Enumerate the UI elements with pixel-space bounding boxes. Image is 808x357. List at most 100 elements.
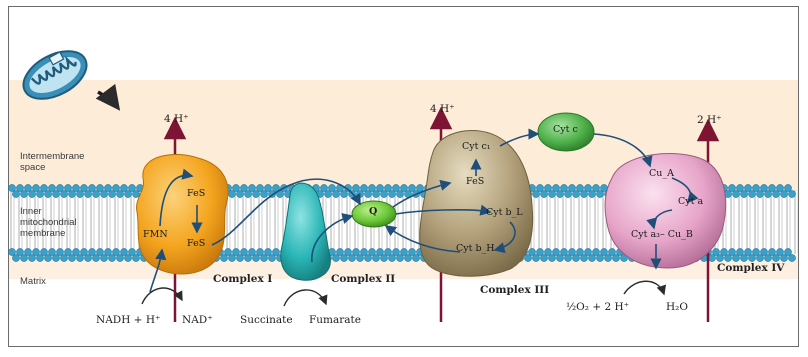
lipid-head — [100, 254, 107, 261]
lipid-head — [356, 190, 363, 197]
lipid-head — [340, 190, 347, 197]
lipid-head — [756, 254, 763, 261]
lipid-head — [588, 254, 595, 261]
lipid-head — [44, 190, 51, 197]
lipid-head — [564, 254, 571, 261]
matrix-label: Matrix — [20, 276, 46, 287]
lipid-head — [380, 254, 387, 261]
lipid-head — [324, 190, 331, 197]
lipid-head — [556, 254, 563, 261]
lipid-head — [244, 254, 251, 261]
oxygen-label: ½O₂ + 2 H⁺ — [566, 301, 629, 313]
lipid-head — [572, 254, 579, 261]
lipid-head — [332, 190, 339, 197]
lipid-head — [332, 254, 339, 261]
fes-top-label: FeS — [187, 188, 205, 199]
lipid-head — [76, 190, 83, 197]
lipid-head — [732, 190, 739, 197]
cyt-c1-label: Cyt c₁ — [462, 141, 491, 152]
lipid-head — [596, 254, 603, 261]
lipid-head — [548, 190, 555, 197]
lipid-head — [788, 190, 795, 197]
cyt-a-label: Cyt a — [678, 196, 703, 207]
complex-4-title: Complex IV — [717, 262, 784, 274]
succinate-label: Succinate — [240, 314, 293, 326]
lipid-head — [260, 254, 267, 261]
cyt-bl-label: Cyt b_L — [486, 207, 523, 218]
lipid-head — [788, 254, 795, 261]
nad-label: NAD⁺ — [182, 314, 213, 326]
lipid-head — [740, 190, 747, 197]
complex-3-fes-label: FeS — [466, 176, 484, 187]
lipid-head — [220, 254, 227, 261]
complex-1-title: Complex I — [213, 273, 272, 285]
lipid-head — [44, 254, 51, 261]
lipid-head — [228, 254, 235, 261]
lipid-head — [364, 190, 371, 197]
lipid-head — [356, 254, 363, 261]
lipid-head — [52, 190, 59, 197]
cytochrome-c-label: Cyt c — [553, 124, 578, 135]
lipid-head — [20, 190, 27, 197]
lipid-head — [236, 190, 243, 197]
lipid-head — [596, 190, 603, 197]
lipid-head — [260, 190, 267, 197]
lipid-head — [108, 254, 115, 261]
lipid-head — [28, 190, 35, 197]
lipid-head — [412, 254, 419, 261]
lipid-head — [540, 254, 547, 261]
lipid-head — [124, 190, 131, 197]
lipid-head — [780, 254, 787, 261]
complex-1-shape — [137, 154, 228, 274]
lipid-head — [396, 190, 403, 197]
lipid-head — [588, 190, 595, 197]
lipid-head — [380, 190, 387, 197]
lipid-head — [604, 254, 611, 261]
lipid-head — [68, 190, 75, 197]
fmn-label: FMN — [143, 229, 168, 240]
lipid-head — [388, 190, 395, 197]
lipid-head — [60, 190, 67, 197]
lipid-head — [268, 254, 275, 261]
intermembrane-space-label: Intermembrane space — [20, 151, 100, 173]
complex-3-title: Complex III — [480, 284, 549, 296]
cyt-bh-label: Cyt b_H — [456, 243, 495, 254]
lipid-head — [228, 190, 235, 197]
lipid-head — [764, 254, 771, 261]
fumarate-label: Fumarate — [309, 314, 361, 326]
lipid-head — [108, 190, 115, 197]
lipid-head — [372, 190, 379, 197]
coenzyme-q-label: Q — [369, 206, 377, 217]
lipid-head — [708, 254, 715, 261]
lipid-head — [772, 190, 779, 197]
cua-label: Cu_A — [649, 168, 674, 179]
fes-bottom-label: FeS — [187, 238, 205, 249]
inner-membrane-label: Inner mitochondrial membrane — [20, 206, 100, 239]
lipid-head — [532, 254, 539, 261]
lipid-head — [12, 190, 19, 197]
lipid-head — [580, 254, 587, 261]
lipid-head — [52, 254, 59, 261]
lipid-head — [756, 190, 763, 197]
lipid-head — [580, 190, 587, 197]
reaction-arrow-succinate — [284, 290, 326, 306]
lipid-head — [28, 254, 35, 261]
lipid-head — [724, 254, 731, 261]
lipid-head — [556, 190, 563, 197]
lipid-head — [92, 190, 99, 197]
lipid-head — [740, 254, 747, 261]
lipid-head — [84, 190, 91, 197]
lipid-head — [60, 254, 67, 261]
lipid-head — [524, 254, 531, 261]
lipid-head — [116, 254, 123, 261]
complex-3-shape — [420, 130, 533, 276]
lipid-head — [732, 254, 739, 261]
lipid-head — [84, 254, 91, 261]
lipid-head — [116, 190, 123, 197]
complex-2-title: Complex II — [331, 273, 395, 285]
lipid-head — [244, 190, 251, 197]
lipid-head — [92, 254, 99, 261]
lipid-head — [252, 254, 259, 261]
lipid-head — [236, 254, 243, 261]
lipid-head — [748, 254, 755, 261]
